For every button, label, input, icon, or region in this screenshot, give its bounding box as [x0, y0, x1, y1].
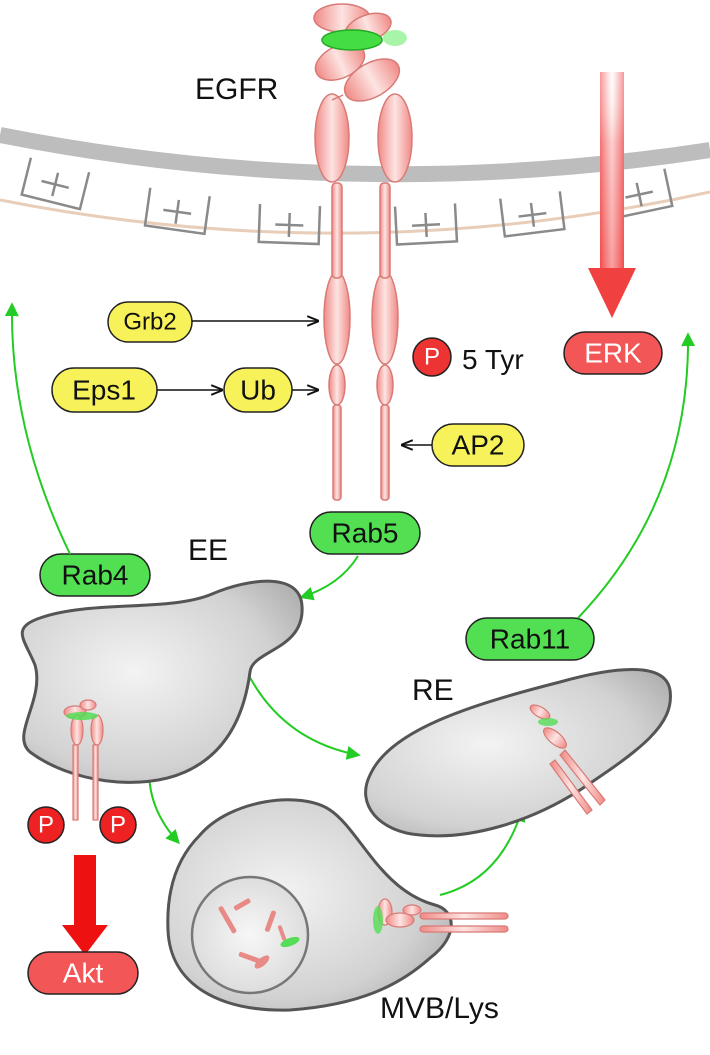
erk-label: ERK	[584, 338, 642, 369]
mvb-ligand	[373, 906, 383, 934]
ap2-pill: AP2	[431, 423, 525, 467]
egfr-receptor-dimer	[313, 3, 413, 501]
recycling-endosome	[364, 668, 672, 838]
rab11-pill: Rab11	[465, 617, 595, 661]
rab5-pill: Rab5	[309, 511, 421, 555]
rab5-label: Rab5	[332, 518, 399, 549]
ub-label: Ub	[240, 375, 276, 406]
phospho-symbol-right: P	[110, 812, 126, 839]
re-label: RE	[412, 674, 454, 707]
eps1-label: Eps1	[72, 375, 136, 406]
akt-arrow	[62, 855, 108, 955]
ee-ligand	[66, 712, 98, 720]
degraded-ligand	[280, 936, 300, 948]
early-endosome	[20, 579, 304, 821]
mvb-label: MVB/Lys	[380, 992, 499, 1025]
akt-label: Akt	[63, 958, 104, 989]
intraluminal-vesicle	[190, 875, 310, 995]
membrane-lipid-pairs	[20, 157, 674, 246]
phospho-symbol: P	[424, 344, 440, 371]
mvb-receptor	[377, 898, 509, 933]
ee-to-re-arrow	[244, 667, 361, 760]
eps1-pill: Eps1	[51, 367, 158, 413]
egfr-label: EGFR	[195, 73, 278, 106]
phospho-badge-right: P	[99, 806, 137, 844]
phospho-badge-left: P	[27, 806, 65, 844]
phospho-symbol-left: P	[38, 812, 54, 839]
phospho-sites-label: 5 Tyr	[462, 344, 524, 375]
erk-pill: ERK	[563, 331, 663, 375]
rab5-to-ee-arrow	[299, 555, 359, 601]
egf-ligand-2	[383, 30, 407, 46]
mvb-lysosome	[166, 798, 509, 1012]
re-ligand	[538, 718, 558, 726]
vesicle-icon	[364, 668, 672, 838]
degraded-receptors	[218, 898, 287, 969]
ee-label: EE	[188, 534, 228, 567]
rab11-recycling-arrow	[577, 332, 696, 619]
rab4-pill: Rab4	[39, 553, 151, 597]
rab4-recycling-arrow	[4, 302, 71, 555]
egf-ligand	[321, 29, 383, 51]
grb2-label: Grb2	[123, 309, 176, 336]
phospho-badge: P	[412, 337, 452, 377]
rab11-label: Rab11	[490, 624, 570, 655]
grb2-pill: Grb2	[107, 301, 193, 343]
ub-pill: Ub	[223, 367, 293, 413]
erk-arrow	[588, 72, 636, 318]
akt-pill: Akt	[27, 951, 139, 995]
re-receptor	[529, 704, 606, 815]
rab4-label: Rab4	[62, 560, 129, 591]
ap2-label: AP2	[452, 430, 505, 461]
receptor-icon	[313, 3, 413, 501]
vesicle-icon	[20, 579, 304, 784]
mvb-to-re-arrow	[439, 807, 526, 896]
